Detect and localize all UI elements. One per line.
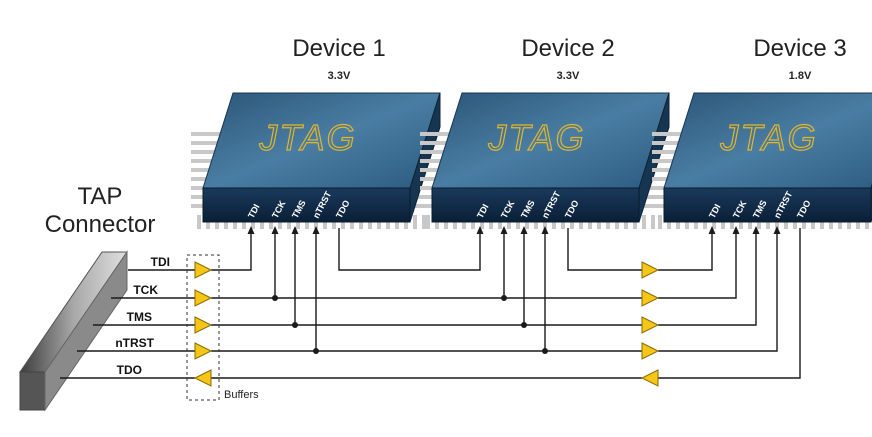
signal-label-tdo: TDO	[117, 363, 142, 377]
device-chip-front	[431, 187, 640, 223]
wire-junction	[521, 322, 527, 328]
wire-tdi-dev1	[211, 228, 252, 271]
wire-tms-dev3	[658, 228, 757, 326]
buffer-dev3-tms	[641, 316, 660, 334]
pin-arrow	[752, 226, 760, 234]
signal-label-tms: TMS	[127, 310, 152, 324]
buffer-tck	[194, 289, 213, 307]
device-chip-front	[663, 187, 872, 223]
pin-arrow	[291, 226, 299, 234]
wire-dev3-tdo	[658, 228, 801, 379]
pin-arrow	[271, 226, 279, 234]
signal-label-tck: TCK	[133, 283, 158, 297]
pin-arrow	[732, 226, 740, 234]
pin-arrow	[247, 226, 255, 234]
pin-arrow	[520, 226, 528, 234]
device-name: Device 2	[521, 35, 614, 62]
device-name: Device 3	[753, 35, 846, 62]
buffer-tms	[194, 316, 213, 334]
signal-label-ntrst: nTRST	[115, 336, 154, 350]
device-chip-front	[202, 187, 411, 223]
buffer-tdi	[194, 261, 213, 279]
wire-junction	[313, 348, 319, 354]
buffer-dev3-tdo	[640, 369, 659, 387]
wire-dev2-tdo	[567, 228, 642, 271]
wire-junction	[272, 295, 278, 301]
buffer-dev3-tck	[641, 289, 660, 307]
device-voltage: 3.3V	[328, 70, 351, 82]
buffers-box	[186, 254, 220, 401]
pin-arrow	[476, 226, 484, 234]
pin-arrow	[312, 226, 320, 234]
device-chip-label: JTAG	[258, 117, 356, 158]
buffer-ntrst	[194, 342, 213, 360]
device-voltage: 1.8V	[789, 70, 812, 82]
buffers-label: Buffers	[224, 389, 259, 401]
connector-title-connector: Connector	[45, 211, 156, 238]
connector-title-tap: TAP	[78, 183, 123, 210]
buffer-tdo	[193, 369, 212, 387]
wire-dev3-tdi	[658, 228, 713, 271]
wire-ntrst-dev3	[658, 228, 778, 352]
buffer-dev3-ntrst	[641, 342, 660, 360]
signal-label-tdi: TDI	[151, 255, 170, 269]
wire-junction	[542, 348, 548, 354]
pin-arrow	[773, 226, 781, 234]
wire-junction	[292, 322, 298, 328]
pin-arrow	[541, 226, 549, 234]
wire-tck-dev3	[658, 228, 737, 299]
wire-dev1-tdo-dev2-tdi	[338, 228, 481, 271]
device-chip-label: JTAG	[487, 117, 585, 158]
buffer-dev3-tdi	[641, 261, 660, 279]
pin-arrow	[708, 226, 716, 234]
device-name: Device 1	[292, 35, 385, 62]
tap-connector	[19, 250, 128, 412]
pin-arrow	[500, 226, 508, 234]
wire-junction	[501, 295, 507, 301]
device-voltage: 3.3V	[557, 70, 580, 82]
device-chip-label: JTAG	[719, 117, 817, 158]
